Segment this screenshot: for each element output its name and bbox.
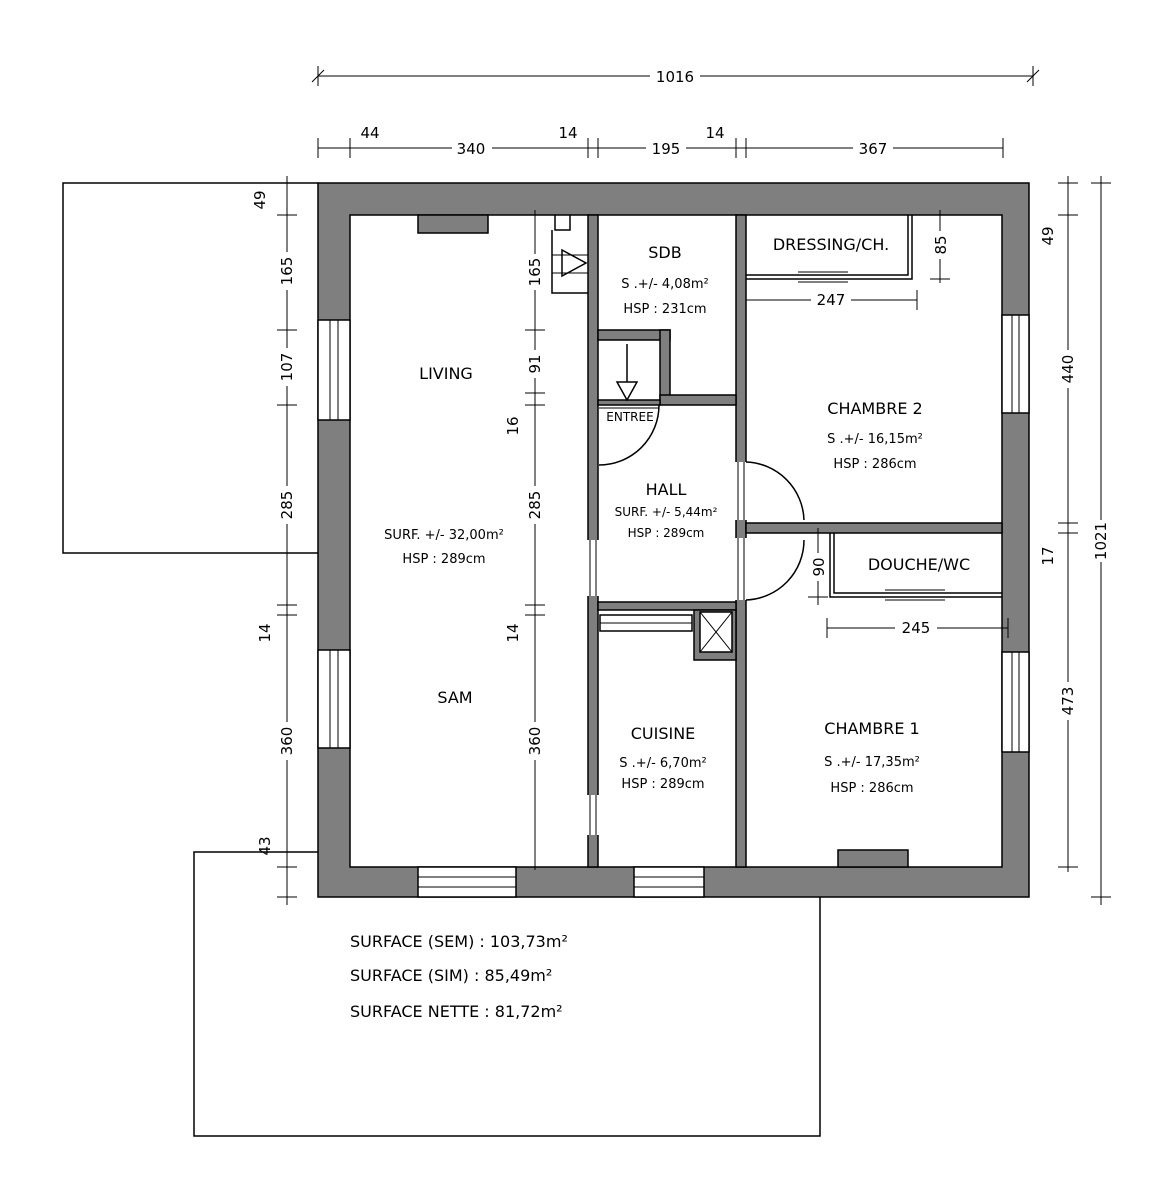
room-name-dressing: DRESSING/CH. xyxy=(773,235,889,254)
dim-inner-285: 285 xyxy=(526,491,544,520)
kitchen-counter xyxy=(599,614,693,632)
room-height-hall: HSP : 289cm xyxy=(628,526,705,540)
dim-top-14a: 14 xyxy=(558,124,577,142)
dimension-label-bg xyxy=(276,66,1112,760)
doors xyxy=(587,404,805,835)
room-name-chambre1: CHAMBRE 1 xyxy=(824,719,919,738)
room-name-living: LIVING xyxy=(419,364,473,383)
room-surface-chambre1: S .+/- 17,35m² xyxy=(824,755,920,770)
dim-inner-16: 16 xyxy=(504,416,522,435)
windows xyxy=(317,314,1030,898)
dim-top-14b: 14 xyxy=(705,124,724,142)
room-name-douche: DOUCHE/WC xyxy=(868,555,970,574)
room-height-chambre2: HSP : 286cm xyxy=(833,457,916,472)
dim-inner-360: 360 xyxy=(526,727,544,756)
summary-sem: SURFACE (SEM) : 103,73m² xyxy=(350,932,568,951)
dim-inner-14: 14 xyxy=(504,623,522,642)
room-name-chambre2: CHAMBRE 2 xyxy=(827,399,922,418)
entry-arrow-icon xyxy=(615,344,639,402)
dim-right-17: 17 xyxy=(1039,546,1057,565)
dim-total-width: 1016 xyxy=(656,68,694,86)
room-name-entree: ENTREE xyxy=(606,410,653,424)
dim-douche-245: 245 xyxy=(902,619,931,637)
dim-left-14: 14 xyxy=(256,623,274,642)
dim-left-107: 107 xyxy=(278,353,296,382)
dim-inner-165: 165 xyxy=(526,258,544,287)
room-height-sdb: HSP : 231cm xyxy=(623,302,706,317)
stair xyxy=(551,215,588,294)
room-surface-chambre2: S .+/- 16,15m² xyxy=(827,432,923,447)
dim-right-473: 473 xyxy=(1059,687,1077,716)
dim-top-44: 44 xyxy=(360,124,379,142)
surface-summary: SURFACE (SEM) : 103,73m² SURFACE (SIM) :… xyxy=(350,932,568,1021)
dim-right-440: 440 xyxy=(1059,355,1077,384)
summary-sim: SURFACE (SIM) : 85,49m² xyxy=(350,966,552,985)
room-name-hall: HALL xyxy=(646,480,687,499)
dim-dressing-85: 85 xyxy=(932,235,950,254)
room-labels: LIVING SURF. +/- 32,00m² HSP : 289cm SAM… xyxy=(384,235,970,796)
dim-top-340: 340 xyxy=(457,140,486,158)
terrace-left xyxy=(62,182,318,554)
partitions xyxy=(746,215,1002,601)
room-name-sam: SAM xyxy=(437,688,472,707)
dim-inner-91: 91 xyxy=(526,354,544,373)
room-height-living: HSP : 289cm xyxy=(402,552,485,567)
dim-left-360: 360 xyxy=(278,727,296,756)
dim-top-367: 367 xyxy=(859,140,888,158)
room-height-chambre1: HSP : 286cm xyxy=(830,781,913,796)
dim-top-195: 195 xyxy=(652,140,681,158)
dim-douche-90: 90 xyxy=(810,557,828,576)
room-surface-cuisine: S .+/- 6,70m² xyxy=(619,756,706,771)
dim-total-height: 1021 xyxy=(1092,522,1110,560)
dimension-labels: 1016 44 340 14 195 14 367 49 165 107 285… xyxy=(251,68,1110,856)
summary-nette: SURFACE NETTE : 81,72m² xyxy=(350,1002,563,1021)
dim-left-285: 285 xyxy=(278,491,296,520)
dim-dressing-247: 247 xyxy=(817,291,846,309)
room-surface-living: SURF. +/- 32,00m² xyxy=(384,528,504,543)
room-height-cuisine: HSP : 289cm xyxy=(621,777,704,792)
room-surface-sdb: S .+/- 4,08m² xyxy=(621,277,708,292)
dim-left-43: 43 xyxy=(256,836,274,855)
room-name-sdb: SDB xyxy=(648,243,681,262)
dim-left-165: 165 xyxy=(278,257,296,286)
room-name-cuisine: CUISINE xyxy=(631,724,696,743)
room-surface-hall: SURF. +/- 5,44m² xyxy=(615,505,718,519)
terrace-bottom xyxy=(193,851,821,1137)
dim-right-49: 49 xyxy=(1039,226,1057,245)
dim-left-49: 49 xyxy=(251,190,269,209)
